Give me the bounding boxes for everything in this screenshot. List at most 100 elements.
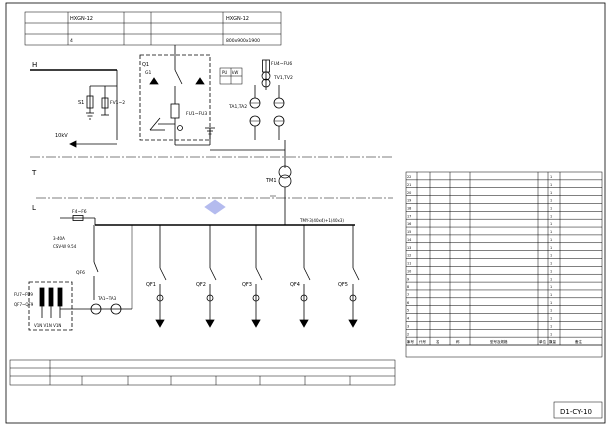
hv-switchgear: S1 FV1~2 10kV Q1 G1 FU1~FU3	[55, 45, 293, 168]
title-block-top: HXGN-12 HXGN-12 4 800x900x1900	[24, 11, 282, 46]
table-cell: 1	[550, 301, 552, 305]
drawing-number-box: D1-CY-10	[553, 401, 603, 419]
table-cell: 1	[550, 207, 552, 211]
qf2-label: QF2	[196, 282, 206, 288]
drawing-number: D1-CY-10	[560, 408, 592, 416]
bus-h-label: H	[32, 61, 37, 69]
table-cell: 12	[407, 254, 411, 258]
g1-label: G1	[145, 70, 151, 76]
qf1-label: QF1	[146, 282, 156, 288]
tm-label: TM1	[265, 178, 277, 184]
table-cell: 6	[407, 301, 409, 305]
q1-label: Q1	[142, 62, 149, 68]
fu-small-label: F4~F6	[72, 209, 87, 215]
table-cell: 1	[550, 254, 552, 258]
qf5-label: QF5	[338, 282, 348, 288]
transformer-tm1: TM1	[265, 165, 292, 225]
table-cell: 1	[550, 230, 552, 234]
table-cell: 20	[407, 191, 411, 195]
model-right: HXGN-12	[226, 16, 249, 22]
table-cell: 22	[407, 175, 411, 179]
bus-lines: H T L	[30, 61, 393, 226]
table-cell: 9	[407, 277, 409, 281]
table-row: 13 1	[406, 246, 602, 251]
feeder-4: QF4	[290, 225, 311, 328]
qf4-label: QF4	[290, 282, 300, 288]
bus-l-label: L	[32, 204, 36, 212]
th-name-1: 名	[436, 339, 440, 344]
vin-label: V1N V1N V1N	[34, 323, 61, 328]
table-cell: 15	[407, 230, 411, 234]
tv-label: TV1,TV2	[273, 75, 293, 81]
table-cell: 1	[550, 317, 552, 321]
qf3-label: QF3	[242, 282, 252, 288]
th-spec: 型号及规格	[490, 339, 508, 344]
tmy-label: TMY-3(40x4)+1(40x3)	[299, 218, 344, 223]
component-table-header: 序号 代号 名 称 型号及规格 单位 数量 备注	[407, 339, 583, 344]
table-cell: 1	[550, 175, 552, 179]
qf-left-label: QF7~QF9	[14, 302, 34, 307]
th-name-2: 称	[456, 339, 460, 344]
lv-measure-box	[28, 281, 73, 331]
table-cell: 1	[550, 262, 552, 266]
table-cell: 4	[407, 317, 409, 321]
watermark	[204, 199, 226, 215]
s1-label: S1	[78, 100, 84, 106]
table-row: 15 1	[406, 230, 602, 236]
drawing-frame	[5, 2, 606, 424]
table-row: 22 1	[406, 175, 602, 181]
table-row: 16 1	[406, 222, 602, 228]
size-right: 800x900x1900	[226, 38, 260, 44]
feeder-2: QF2	[196, 225, 217, 328]
ct-group-label: 3-40A	[53, 236, 65, 241]
feeder-3: QF3	[242, 225, 263, 328]
cts-cap-label: CSV-W 9.54	[53, 244, 77, 249]
table-cell: 21	[407, 183, 411, 187]
th-qty: 数量	[549, 339, 557, 344]
table-cell: 1	[550, 222, 552, 226]
table-row: 12 1	[406, 254, 602, 259]
voltage-label: 10kV	[55, 133, 68, 139]
table-cell: 1	[550, 214, 552, 218]
table-row: 20 1	[406, 191, 602, 196]
table-cell: 1	[550, 238, 552, 242]
table-cell: 1	[407, 340, 409, 344]
table-cell: 1	[550, 285, 552, 289]
table-cell: 1	[550, 332, 552, 336]
fu-top-label: FU4~FU6	[271, 61, 292, 67]
ta-right-label: TA1~TA3	[97, 296, 117, 301]
table-cell: 2	[407, 332, 409, 336]
table-row: 18 1	[406, 207, 602, 212]
table-cell: 19	[407, 199, 411, 203]
lv-distribution: TMY-3(40x4)+1(40x3) F4~F6 3-40A CSV-W 9.…	[14, 209, 360, 331]
table-cell: 16	[407, 222, 411, 226]
th-remark: 备注	[575, 339, 583, 344]
pu-meter-label: PU	[222, 70, 227, 75]
table-cell: 1	[550, 191, 552, 195]
table-cell: 18	[407, 207, 411, 211]
ta-label: TA1,TA2	[228, 104, 247, 110]
feeder-5: QF5	[338, 225, 360, 328]
table-cell: 13	[407, 246, 411, 250]
table-cell: 7	[407, 293, 409, 297]
table-cell: 8	[407, 285, 409, 289]
th-unit: 单位	[539, 339, 547, 344]
table-cell: 5	[407, 309, 409, 313]
table-cell: 1	[550, 246, 552, 250]
table-cell: 1	[550, 340, 552, 344]
table-cell: 1	[550, 309, 552, 313]
